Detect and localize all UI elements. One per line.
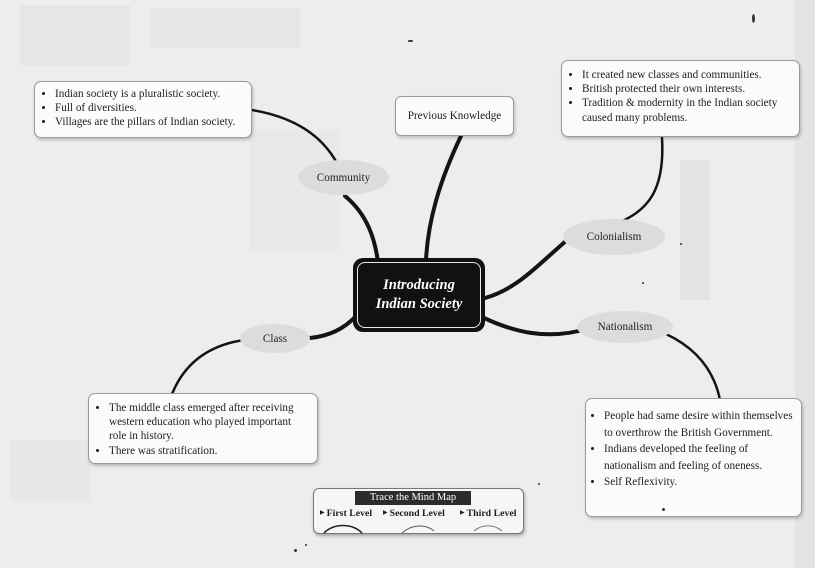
trace-title: Trace the Mind Map bbox=[355, 491, 471, 505]
community-point: Full of diversities. bbox=[55, 101, 245, 115]
nationalism-point: Indians developed the feeling of nationa… bbox=[604, 441, 793, 474]
central-topic-line2: Indian Society bbox=[375, 296, 463, 312]
colonialism-point: British protected their own interests. bbox=[582, 82, 793, 96]
third-level-text: Third Level bbox=[466, 508, 517, 519]
third-level-label: ▶Third Level bbox=[460, 508, 516, 519]
previous-knowledge-node: Previous Knowledge bbox=[395, 96, 514, 136]
first-level-text: First Level bbox=[326, 508, 373, 519]
connector-nationalism-center bbox=[482, 316, 592, 337]
connector-previous-knowledge bbox=[424, 134, 463, 262]
central-topic: Introducing Indian Society bbox=[353, 258, 485, 332]
connector-community-box bbox=[250, 108, 340, 167]
community-points-box: Indian society is a pluralistic society.… bbox=[34, 81, 252, 138]
class-point: The middle class emerged after receiving… bbox=[109, 401, 311, 444]
class-point: There was stratification. bbox=[109, 444, 311, 458]
triangle-icon: ▶ bbox=[320, 510, 325, 516]
community-node: Community bbox=[298, 160, 389, 195]
print-speck bbox=[408, 40, 413, 42]
print-speck bbox=[294, 549, 297, 552]
print-speck bbox=[752, 14, 755, 23]
connector-class-box bbox=[170, 338, 246, 396]
trace-mind-map-panel: Trace the Mind Map ▶First Level ▶Second … bbox=[313, 488, 524, 534]
connector-nationalism-box bbox=[664, 332, 722, 402]
nationalism-points-box: People had same desire within themselves… bbox=[585, 398, 802, 517]
colonialism-points-box: It created new classes and communities. … bbox=[561, 60, 800, 137]
connector-class-center bbox=[308, 314, 358, 340]
print-speck bbox=[642, 282, 644, 284]
connector-colonialism-box bbox=[618, 136, 664, 224]
colonialism-label: Colonialism bbox=[586, 231, 642, 243]
first-level-label: ▶First Level bbox=[320, 508, 372, 519]
nationalism-point: People had same desire within themselves… bbox=[604, 408, 793, 441]
community-point: Villages are the pillars of Indian socie… bbox=[55, 115, 245, 129]
colonialism-point: Tradition & modernity in the Indian soci… bbox=[582, 96, 793, 124]
central-topic-line1: Introducing bbox=[383, 277, 455, 293]
triangle-icon: ▶ bbox=[383, 510, 388, 516]
previous-knowledge-label: Previous Knowledge bbox=[407, 110, 502, 122]
print-speck bbox=[680, 243, 682, 245]
class-points-box: The middle class emerged after receiving… bbox=[88, 393, 318, 464]
connector-colonialism-center bbox=[483, 234, 574, 300]
triangle-icon: ▶ bbox=[460, 510, 465, 516]
class-label: Class bbox=[262, 332, 288, 345]
trace-title-text: Trace the Mind Map bbox=[369, 492, 457, 503]
nationalism-label: Nationalism bbox=[597, 321, 653, 333]
community-point: Indian society is a pluralistic society. bbox=[55, 87, 245, 101]
nationalism-point: Self Reflexivity. bbox=[604, 474, 793, 491]
second-level-text: Second Level bbox=[389, 508, 445, 519]
second-level-label: ▶Second Level bbox=[383, 508, 445, 519]
community-label: Community bbox=[316, 171, 371, 184]
colonialism-node: Colonialism bbox=[563, 219, 665, 255]
class-node: Class bbox=[240, 324, 310, 353]
print-speck bbox=[305, 544, 307, 546]
nationalism-node: Nationalism bbox=[577, 311, 673, 343]
trace-curves bbox=[323, 524, 503, 534]
connector-community-center bbox=[343, 194, 380, 264]
print-speck bbox=[662, 508, 665, 511]
colonialism-point: It created new classes and communities. bbox=[582, 68, 793, 82]
print-speck bbox=[538, 483, 540, 485]
